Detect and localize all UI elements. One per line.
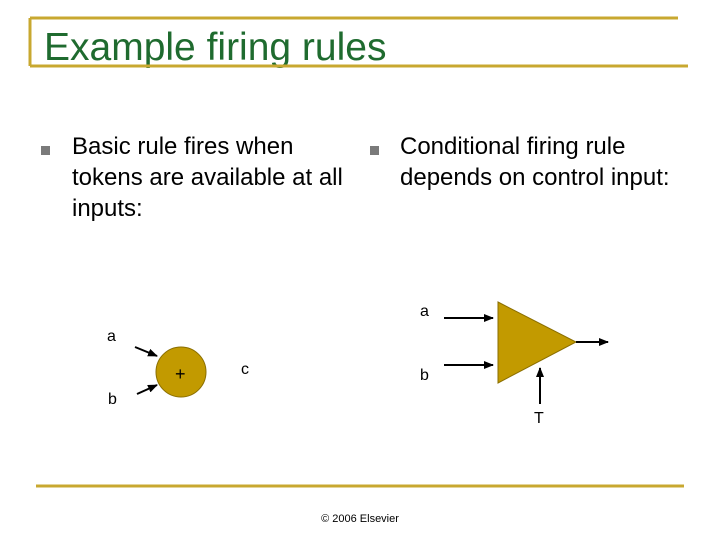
copyright-footer: © 2006 Elsevier: [321, 513, 399, 525]
bullet-marker-2: [370, 146, 379, 155]
input-b-arrow: [136, 384, 158, 395]
cond-input-a-label: a: [420, 303, 429, 320]
output-c-label: c: [241, 361, 249, 378]
conditional-node: [497, 301, 578, 384]
control-t-label: T: [534, 410, 544, 427]
adder-operator-label: +: [175, 364, 186, 384]
cond-input-b-label: b: [420, 367, 429, 384]
bullet-marker-1: [41, 146, 50, 155]
bullet-text-2: Conditional firing rule depends on contr…: [400, 133, 670, 191]
bullet-text-1: Basic rule fires when tokens are availab…: [72, 133, 343, 222]
input-b-label: b: [108, 391, 117, 408]
input-a-arrow: [134, 346, 158, 357]
input-a-label: a: [107, 328, 116, 345]
slide-title: Example firing rules: [44, 26, 387, 69]
adder-node: [155, 346, 207, 398]
